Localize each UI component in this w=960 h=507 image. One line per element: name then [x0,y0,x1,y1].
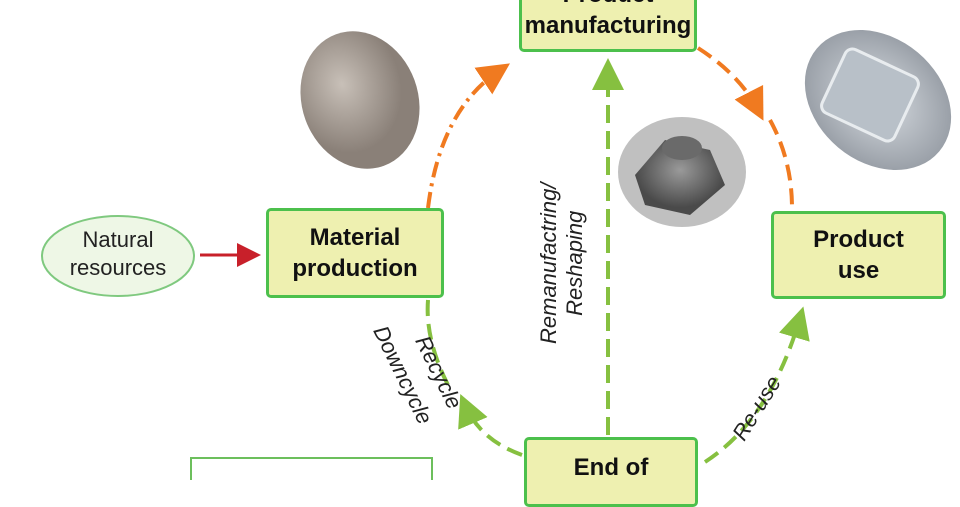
remanufacturing-line1: Remanufactring/ [536,182,561,344]
material-production-node: Material production [266,208,444,298]
orange-arrow-to-product [696,46,764,121]
orange-arrow-to-use [768,119,794,209]
natural-resources-label: Natural resources [42,226,194,282]
cycle-diagram [41,29,952,480]
natural-resources-line2: resources [69,255,167,280]
node-label: End of [573,454,649,481]
node-label: Material [309,224,401,251]
reuse-arrow [703,306,810,464]
node-label: production [292,255,418,282]
node-label: Product [563,0,654,10]
empty-box [190,457,433,480]
natural-resources-node [41,215,195,297]
aluminium-disc-image [300,31,420,169]
end-of-life-node: End of [524,437,698,507]
node-label: use [837,257,880,284]
molded-part-image [618,117,746,227]
orange-arrow-to-manufacturing [426,63,510,209]
downcycle-line [425,299,450,386]
product-use-node: Product use [771,211,946,299]
recycle-arrow [458,393,523,457]
natural-resources-line1: Natural [82,227,154,252]
node-label: Product [813,226,904,253]
tray-image [804,29,952,171]
remanufacturing-line2: Reshaping [562,210,587,316]
node-label: manufacturing [524,12,692,39]
remanufacturing-label: Remanufactring/ Reshaping [536,183,588,344]
product-manufacturing-node: Product manufacturing [519,0,697,52]
